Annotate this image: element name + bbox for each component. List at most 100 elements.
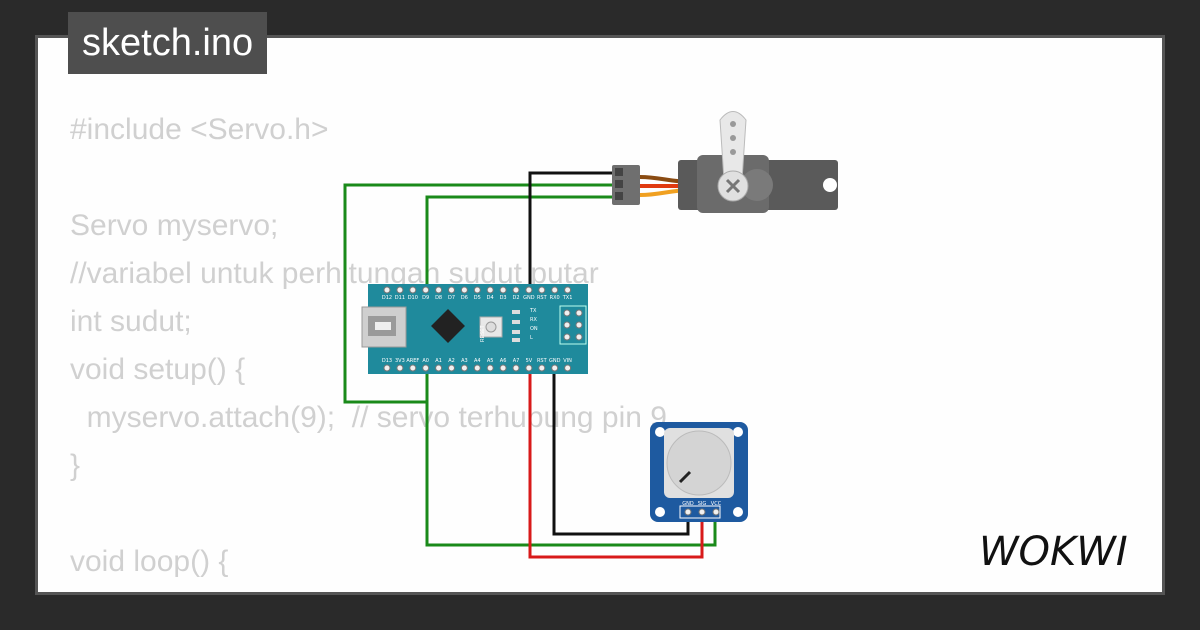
pin-label: 5V <box>526 358 533 364</box>
wokwi-logo-text: WOKWI <box>979 529 1128 575</box>
pin-pad[interactable] <box>460 364 468 372</box>
code-line: int sudut; <box>70 305 192 338</box>
pin-label: D9 <box>422 295 429 301</box>
wires <box>343 171 717 559</box>
wire-red-pot-vcc[interactable] <box>528 368 704 559</box>
led-label: ON <box>530 326 538 332</box>
pin-label: D7 <box>448 295 455 301</box>
reset-label: RESET <box>480 325 486 342</box>
pin-label: RST <box>537 358 548 364</box>
icsp-header <box>563 309 583 341</box>
pot-pin-label: VCC <box>711 501 722 507</box>
led-label: L <box>530 335 533 341</box>
pin-pad[interactable] <box>512 364 520 372</box>
pin-label: A4 <box>474 358 481 364</box>
pin-pad[interactable] <box>551 286 559 294</box>
pin-pad[interactable] <box>486 364 494 372</box>
potentiometer[interactable]: GND SIG VCC <box>650 422 748 522</box>
icsp-pin <box>575 321 583 329</box>
pin-pad[interactable] <box>473 364 481 372</box>
icsp-pin <box>575 333 583 341</box>
led-label: RX <box>530 317 537 323</box>
pin-label: VIN <box>563 358 572 364</box>
pin-pad[interactable] <box>473 286 481 294</box>
code-editor[interactable]: #include <Servo.h> Servo myservo; //vari… <box>70 106 667 592</box>
pin-label: D5 <box>474 295 481 301</box>
pin-pad[interactable] <box>422 286 430 294</box>
icsp-pin <box>563 321 571 329</box>
icsp-pin <box>563 309 571 317</box>
pin-pad[interactable] <box>383 364 391 372</box>
pin-pad[interactable] <box>396 286 404 294</box>
file-tab[interactable]: sketch.ino <box>68 12 268 74</box>
pin-label: A3 <box>461 358 468 364</box>
pin-label: A6 <box>500 358 507 364</box>
pin-label: D10 <box>408 295 418 301</box>
pin-label: D3 <box>500 295 507 301</box>
pin-label: GND <box>549 358 561 364</box>
pin-pad[interactable] <box>525 286 533 294</box>
pin-pad[interactable] <box>512 286 520 294</box>
code-line: void setup() { <box>70 353 246 386</box>
pin-label: TX1 <box>562 295 573 301</box>
wire-black-servo-gnd[interactable] <box>528 171 615 290</box>
pin-pad[interactable] <box>551 364 559 372</box>
pin-pad[interactable] <box>396 364 404 372</box>
pot-pin-label: SIG <box>698 501 707 507</box>
pot-pin[interactable] <box>712 508 720 516</box>
pin-pad[interactable] <box>538 286 546 294</box>
pin-pad[interactable] <box>538 364 546 372</box>
pin-pad[interactable] <box>564 364 572 372</box>
pin-label: D11 <box>395 295 405 301</box>
wokwi-logo: WOKWI <box>979 529 1128 575</box>
wire-black-pot-gnd[interactable] <box>552 368 690 536</box>
pin-label: A2 <box>448 358 455 364</box>
pin-pad[interactable] <box>499 364 507 372</box>
code-line: void loop() { <box>70 545 229 578</box>
pin-label: RX0 <box>550 295 560 301</box>
pin-label: A1 <box>435 358 442 364</box>
pin-pad[interactable] <box>499 286 507 294</box>
pin-label: D12 <box>382 295 392 301</box>
pot-pin-labels: GND SIG VCC <box>682 501 722 516</box>
wire-green-pot-to-a0[interactable] <box>425 368 717 547</box>
icsp-pin <box>563 333 571 341</box>
pin-pad[interactable] <box>409 364 417 372</box>
pot-pin[interactable] <box>684 508 692 516</box>
pin-pad[interactable] <box>564 286 572 294</box>
wire-green-servo-to-d9[interactable] <box>425 195 615 290</box>
pin-pad[interactable] <box>435 364 443 372</box>
code-line: myservo.attach(9); // servo terhubung pi… <box>70 401 667 434</box>
pin-label: RST <box>537 295 548 301</box>
pin-pad[interactable] <box>409 286 417 294</box>
pin-label: D6 <box>461 295 468 301</box>
pin-pad[interactable] <box>448 286 455 294</box>
pin-label: A7 <box>513 358 520 364</box>
pin-pad[interactable] <box>435 286 443 294</box>
servo-motor[interactable] <box>612 111 838 214</box>
pot-pin-label: GND <box>682 501 694 507</box>
pin-pad[interactable] <box>383 286 391 294</box>
pin-label: 3V3 <box>395 358 405 364</box>
pin-label: AREF <box>406 358 419 364</box>
code-line: } <box>70 449 81 482</box>
pin-label: GND <box>523 295 535 301</box>
pin-pad[interactable] <box>460 286 468 294</box>
wire-green-servo-signal[interactable] <box>343 183 615 404</box>
code-line: #include <Servo.h> <box>70 113 329 146</box>
pin-label: D2 <box>512 295 519 301</box>
editor-panel: #include <Servo.h> Servo myservo; //vari… <box>35 35 1165 595</box>
pot-pin[interactable] <box>698 508 706 516</box>
pin-label: D13 <box>382 358 392 364</box>
led-label: TX <box>529 308 537 314</box>
pin-pad[interactable] <box>486 286 494 294</box>
pin-pad[interactable] <box>422 364 430 372</box>
pin-pad[interactable] <box>525 364 533 372</box>
code-line: Servo myservo; <box>70 209 279 242</box>
pin-pad[interactable] <box>448 364 455 372</box>
pin-label: D8 <box>435 295 442 301</box>
